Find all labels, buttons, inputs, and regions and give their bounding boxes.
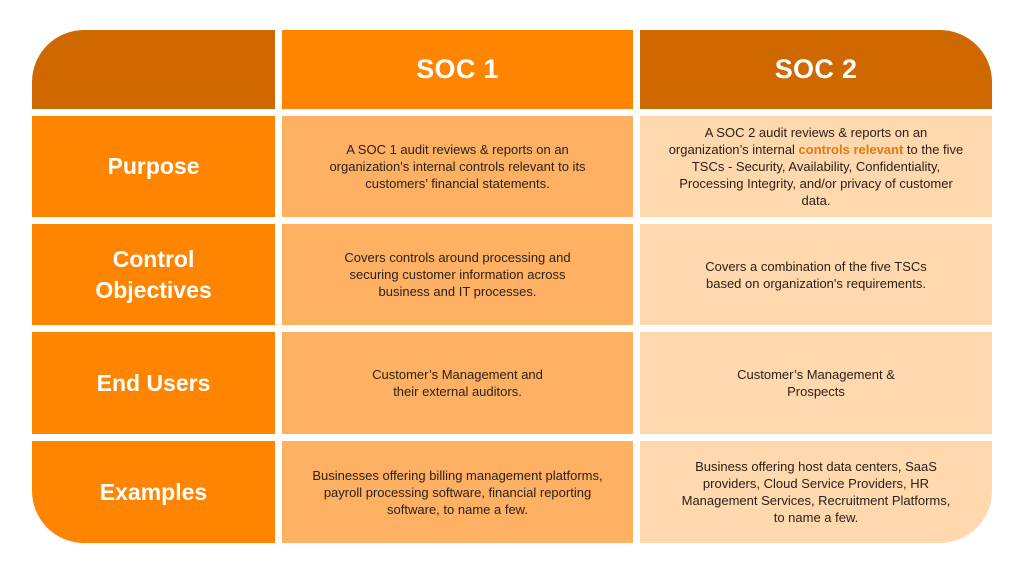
cell-text-after: to the five TSCs - Security, Availabilit…	[679, 142, 964, 208]
purpose-soc1-cell: A SOC 1 audit reviews & reports on an or…	[282, 116, 633, 217]
header-soc1: SOC 1	[282, 30, 633, 109]
header-soc2: SOC 2	[640, 30, 992, 109]
header-soc1-label: SOC 1	[416, 54, 499, 84]
cell-text: Covers a combination of the five TSCs ba…	[705, 258, 927, 291]
cell-text: A SOC 1 audit reviews & reports on an or…	[329, 142, 586, 191]
header-soc2-label: SOC 2	[774, 54, 858, 84]
row-label-text: Examples	[99, 478, 208, 505]
row-label-text: End Users	[96, 369, 211, 396]
cell-text-before: A SOC 2 audit reviews & reports on an or…	[668, 125, 928, 157]
highlighted-text: controls relevant	[798, 142, 904, 157]
cell-text: Customer’s Management and their external…	[372, 367, 543, 399]
row-label-text: Purpose	[107, 153, 200, 179]
purpose-soc2-cell: A SOC 2 audit reviews & reports on an or…	[640, 116, 992, 217]
header-corner-cell	[32, 30, 275, 109]
control-objectives-soc2-cell: Covers a combination of the five TSCs ba…	[640, 224, 992, 325]
cell-text: Customer’s Management & Prospects	[737, 367, 895, 399]
cell-text: A SOC 2 audit reviews & reports on an or…	[668, 124, 964, 209]
row-label-examples: Examples	[32, 441, 275, 543]
row-label-end-users: End Users	[32, 332, 275, 434]
control-objectives-soc1-cell: Covers controls around processing and se…	[282, 224, 633, 325]
cell-text: Covers controls around processing and se…	[344, 250, 571, 299]
examples-soc1-cell: Businesses offering billing management p…	[282, 441, 633, 543]
end-users-soc1-cell: Customer’s Management and their external…	[282, 332, 633, 434]
cell-text: Business offering host data centers, Saa…	[681, 459, 951, 525]
end-users-soc2-cell: Customer’s Management & Prospects	[640, 332, 992, 434]
row-label-text: Control Objectives	[95, 245, 212, 303]
soc-comparison-table: SOC 1 SOC 2 Purpose A SOC 1 audit review…	[32, 30, 992, 546]
examples-soc2-cell: Business offering host data centers, Saa…	[640, 441, 992, 543]
cell-text: Businesses offering billing management p…	[312, 467, 603, 517]
row-label-control-objectives: Control Objectives	[32, 224, 275, 325]
row-label-purpose: Purpose	[32, 116, 275, 217]
